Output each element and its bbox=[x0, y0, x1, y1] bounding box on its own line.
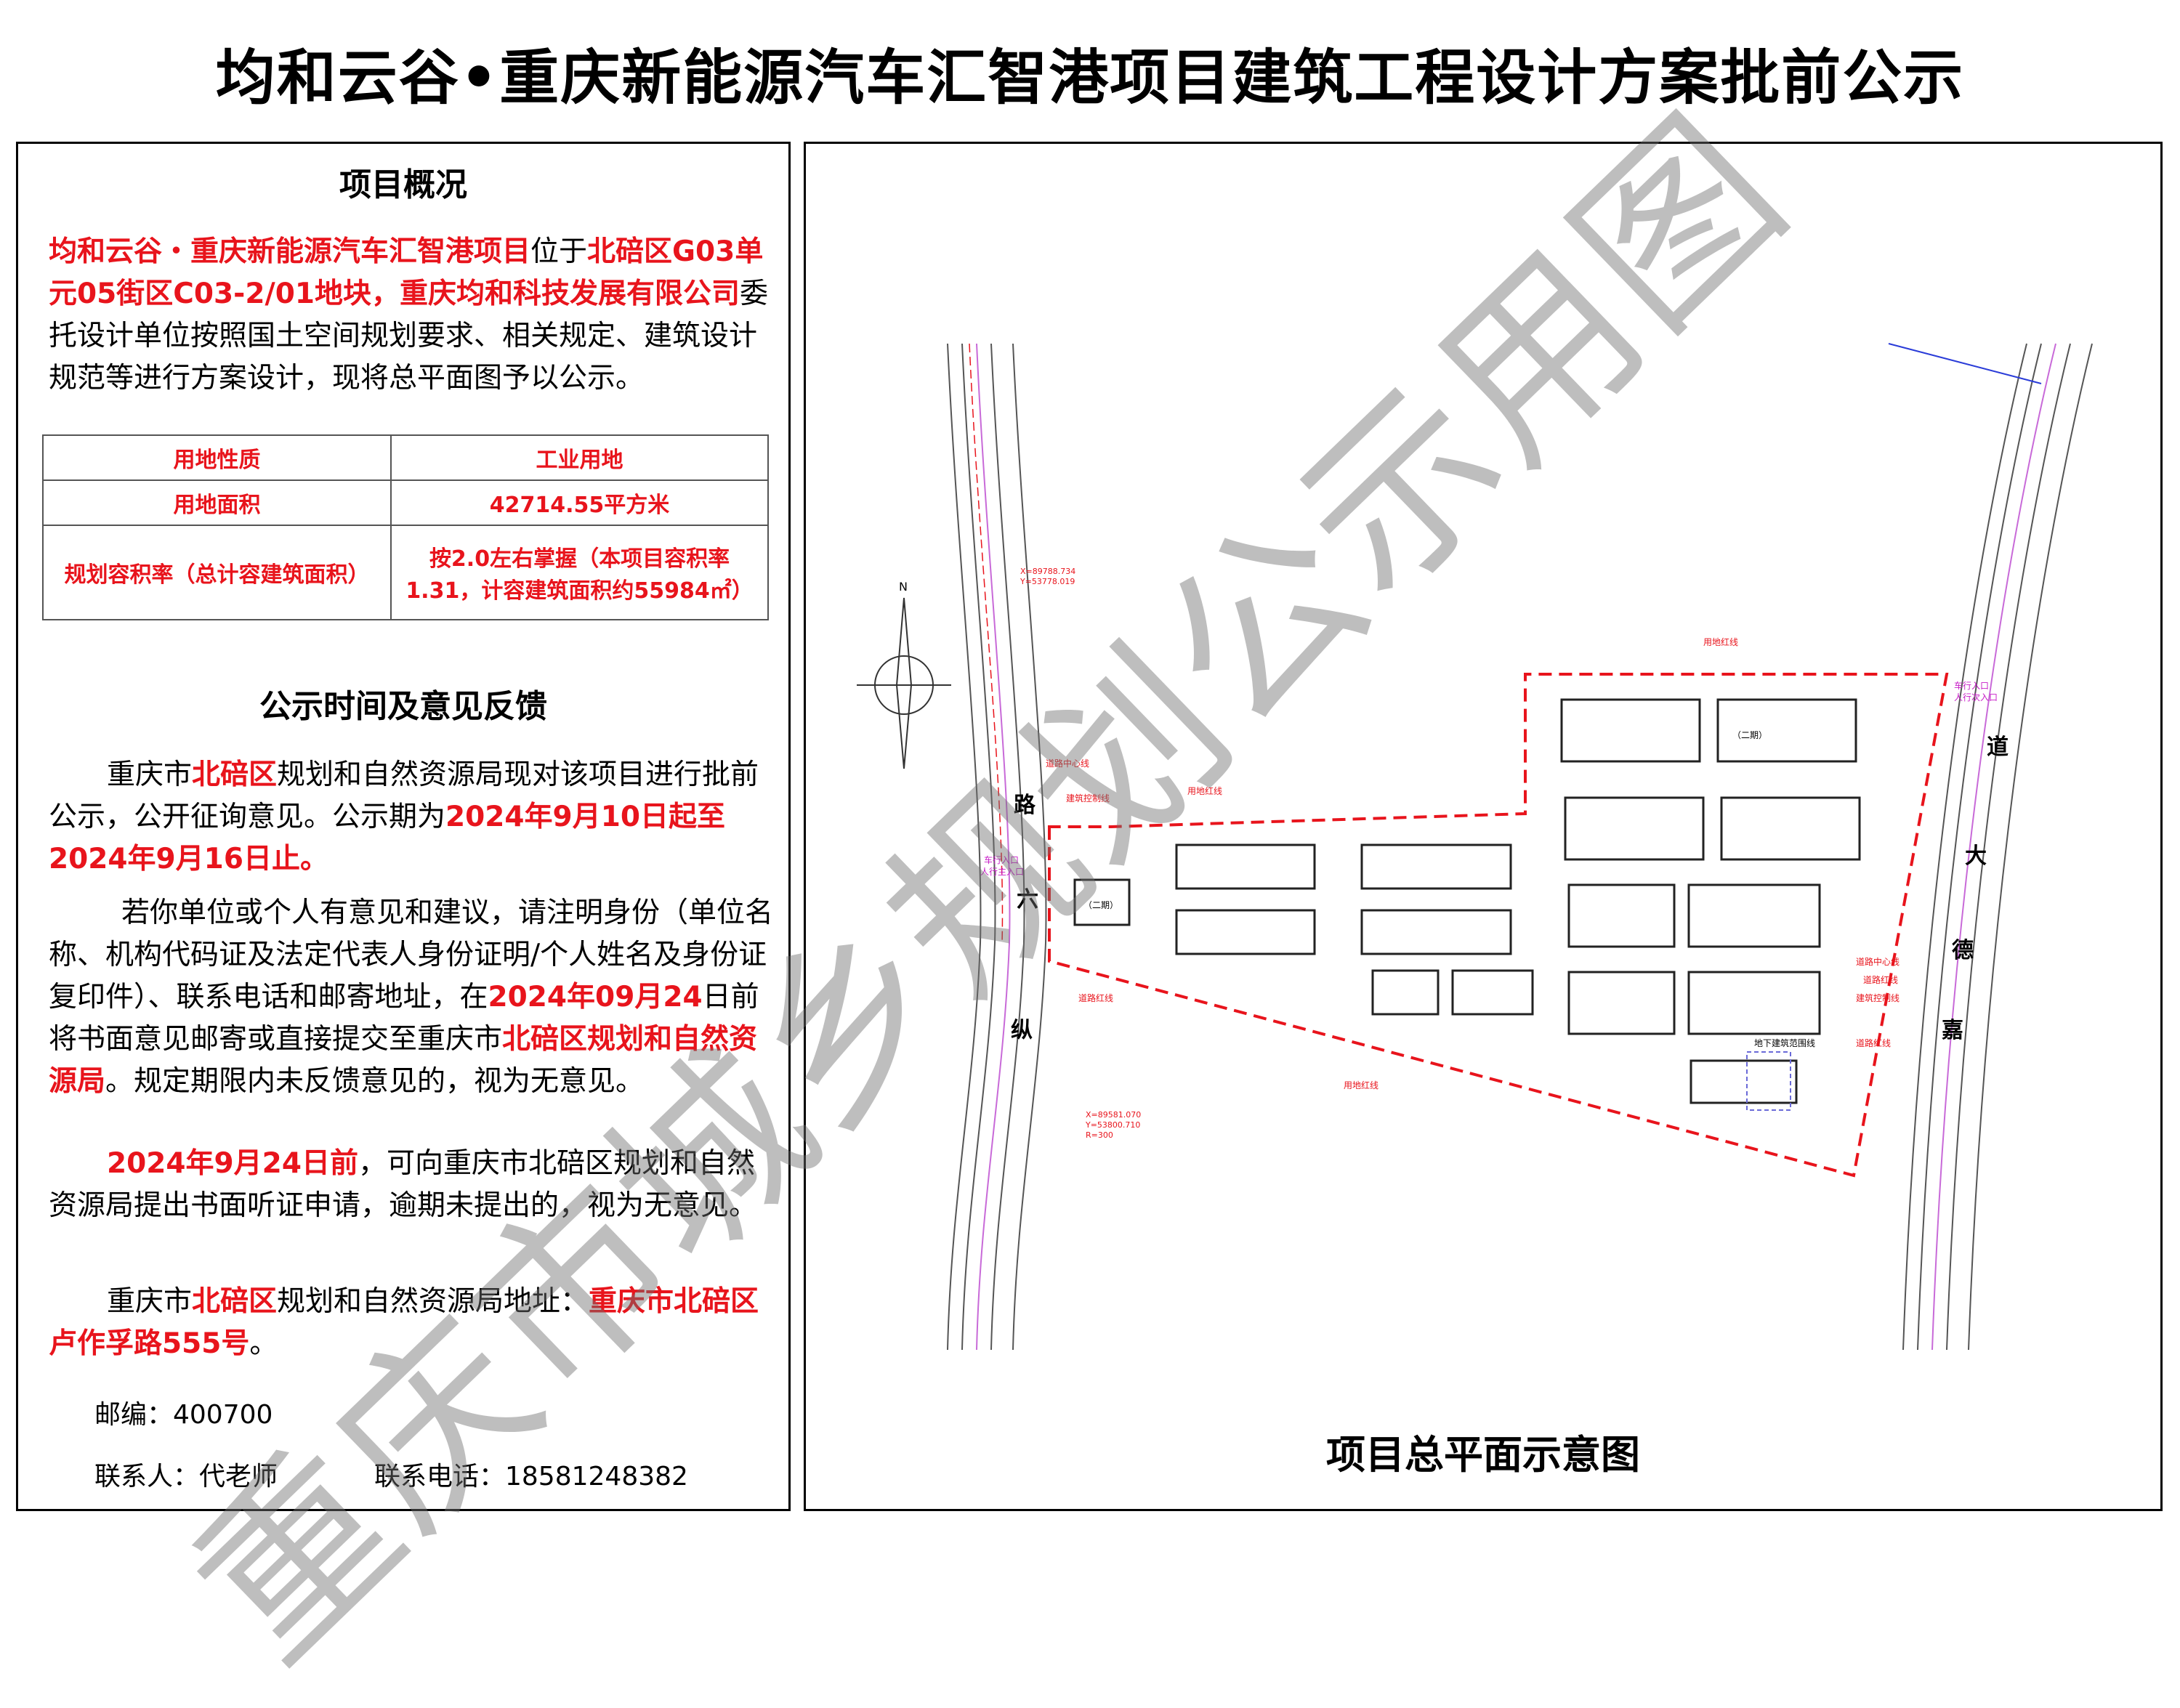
contact-person: 联系人：代老师 bbox=[94, 1462, 278, 1492]
table-row: 用地面积 42714.55平方米 bbox=[41, 479, 769, 526]
entrance-label: 车行入口 bbox=[1954, 680, 1989, 691]
annotation: 道路中心线 bbox=[1046, 758, 1089, 769]
site-plan: N 路 六 纵 道 大 德 嘉 道路中心线 建筑控制线 用地红线 用地红线 道路… bbox=[857, 343, 2093, 1351]
road-right-char: 德 bbox=[1952, 938, 1974, 963]
coordinates: X=89788.734 Y=53778.019 X=89581.070 Y=53… bbox=[1020, 567, 1141, 1140]
annotation: 地下建筑范围线 bbox=[1754, 1037, 1815, 1048]
feedback-paragraph-2: 若你单位或个人有意见和建议，请注明身份（单位名称、机构代码证及法定代表人身份证明… bbox=[49, 892, 775, 1103]
map-annotations: 道路中心线 建筑控制线 用地红线 用地红线 道路红线 用地红线 道路中心线 道路… bbox=[1046, 636, 1900, 1090]
entrance-label: 人行主入口 bbox=[980, 867, 1024, 877]
overview-heading: 项目概况 bbox=[339, 166, 467, 203]
north-label: N bbox=[899, 580, 908, 594]
text: 委托设计单位按照国土空间规划要求、相关规定、建筑设计规范等进行方案设计，现将总平… bbox=[49, 278, 769, 394]
text: 重庆市 bbox=[107, 1285, 193, 1318]
table-cell: 42714.55平方米 bbox=[390, 479, 769, 526]
postcode: 邮编：400700 bbox=[94, 1400, 273, 1430]
table-cell: 用地面积 bbox=[41, 479, 392, 526]
table-cell: 规划容积率（总计容建筑面积） bbox=[41, 525, 392, 620]
left-road-center bbox=[976, 343, 1011, 1351]
coordinate: R=300 bbox=[1086, 1130, 1113, 1140]
coordinate: X=89788.734 bbox=[1020, 567, 1075, 576]
bureau-address: 重庆市北碚区卢作孚路555号 bbox=[49, 1285, 759, 1360]
project-info-table: 用地性质 工业用地 用地面积 42714.55平方米 规划容积率（总计容建筑面积… bbox=[41, 434, 769, 620]
info-panel: 项目概况 均和云谷・重庆新能源汽车汇智港项目位于北碚区G03单元05街区C03-… bbox=[16, 142, 791, 1511]
text: 若你单位或个人有意见和建议，请注明身份（单位名称、机构代码证及法定代表人身份证明… bbox=[49, 897, 774, 1013]
contact-phone: 联系电话：18581248382 bbox=[374, 1462, 688, 1492]
overview-paragraph: 均和云谷・重庆新能源汽车汇智港项目位于北碚区G03单元05街区C03-2/01地… bbox=[49, 231, 775, 400]
bureau: 北碚区规划和自然资源局 bbox=[49, 1023, 758, 1098]
project-name: 均和云谷・重庆新能源汽车汇智港项目 bbox=[49, 235, 531, 268]
feedback-paragraph-1: 重庆市北碚区规划和自然资源局现对该项目进行批前公示，公开征询意见。公示期为202… bbox=[49, 754, 775, 881]
coordinate: X=89581.070 bbox=[1086, 1110, 1141, 1120]
coordinate: Y=53778.019 bbox=[1020, 577, 1075, 586]
table-row: 用地性质 工业用地 bbox=[41, 434, 769, 481]
basement-line bbox=[1746, 1051, 1791, 1111]
road-right-char: 嘉 bbox=[1942, 1018, 1963, 1043]
annotation: 用地红线 bbox=[1187, 785, 1222, 796]
table-cell: 工业用地 bbox=[390, 434, 769, 481]
project-location: 北碚区G03单元05街区C03-2/01地块，重庆均和科技发展有限公司 bbox=[49, 235, 764, 310]
text: 。规定期限内未反馈意见的，视为无意见。 bbox=[105, 1065, 645, 1098]
road-left-char: 六 bbox=[1017, 887, 1038, 912]
phase-label: （二期） bbox=[1083, 900, 1118, 910]
hearing-deadline: 2024年9月24日前 bbox=[107, 1147, 358, 1180]
text: 日前将书面意见邮寄或直接提交至重庆市 bbox=[49, 981, 759, 1056]
road-right-char: 道 bbox=[1987, 734, 2009, 760]
text: 规划和自然资源局现对该项目进行批前公示，公开征询意见。公示期为 bbox=[49, 758, 759, 833]
district: 北碚区 bbox=[192, 1285, 278, 1318]
entrance-labels: 车行入口 人行主入口 车行入口 人行次入口 bbox=[980, 680, 1998, 877]
map-caption: 项目总平面示意图 bbox=[1326, 1432, 1640, 1478]
district: 北碚区 bbox=[192, 758, 278, 791]
map-panel: N 路 六 纵 道 大 德 嘉 道路中心线 建筑控制线 用地红线 用地红线 道路… bbox=[804, 142, 2163, 1511]
table-cell: 用地性质 bbox=[41, 434, 392, 481]
annotation: 道路红线 bbox=[1863, 974, 1898, 985]
road-left-char: 路 bbox=[1014, 793, 1036, 818]
annotation: 道路红线 bbox=[1856, 1037, 1891, 1048]
north-arrow bbox=[857, 597, 951, 769]
road-left-char: 纵 bbox=[1011, 1018, 1033, 1043]
annotation: 建筑控制线 bbox=[1066, 793, 1110, 804]
annotation: 用地红线 bbox=[1344, 1080, 1378, 1090]
feedback-heading: 公示时间及意见反馈 bbox=[259, 688, 547, 725]
buildings bbox=[1073, 698, 1861, 1104]
annotation: 用地红线 bbox=[1703, 636, 1738, 647]
right-road-center bbox=[1931, 343, 2056, 1351]
coordinate: Y=53800.710 bbox=[1085, 1120, 1140, 1130]
table-row: 规划容积率（总计容建筑面积） 按2.0左右掌握（本项目容积率1.31，计容建筑面… bbox=[41, 525, 769, 620]
text: 重庆市 bbox=[107, 758, 193, 791]
feedback-paragraph-3: 2024年9月24日前，可向重庆市北碚区规划和自然资源局提出书面听证申请，逾期未… bbox=[49, 1143, 775, 1227]
site-boundary bbox=[1048, 673, 1949, 1178]
right-road bbox=[1902, 343, 2093, 1351]
text: 位于 bbox=[530, 235, 588, 268]
left-road-red bbox=[969, 343, 1004, 944]
text: 规划和自然资源局地址： bbox=[277, 1285, 589, 1318]
annotation: 道路红线 bbox=[1078, 992, 1113, 1003]
annotation: 建筑控制线 bbox=[1856, 992, 1900, 1003]
entrance-label: 人行次入口 bbox=[1954, 692, 1998, 703]
blue-line bbox=[1888, 343, 2042, 384]
feedback-paragraph-4: 重庆市北碚区规划和自然资源局地址：重庆市北碚区卢作孚路555号。 bbox=[49, 1281, 775, 1365]
entrance-label: 车行入口 bbox=[984, 854, 1019, 865]
phase-label: （二期） bbox=[1732, 730, 1767, 740]
road-right-char: 大 bbox=[1965, 843, 1987, 869]
left-road bbox=[947, 343, 1047, 1351]
text: ，可向重庆市北碚区规划和自然资源局提出书面听证申请，逾期未提出的，视为无意见。 bbox=[49, 1147, 758, 1222]
table-cell: 按2.0左右掌握（本项目容积率1.31，计容建筑面积约55984㎡） bbox=[390, 525, 769, 620]
text: 。 bbox=[249, 1327, 278, 1360]
publicity-period: 2024年9月10日起至2024年9月16日止。 bbox=[49, 801, 725, 875]
annotation: 道路中心线 bbox=[1856, 956, 1900, 967]
deadline: 2024年09月24 bbox=[488, 981, 703, 1013]
page-title: 均和云谷•重庆新能源汽车汇智港项目建筑工程设计方案批前公示 bbox=[215, 44, 1965, 113]
